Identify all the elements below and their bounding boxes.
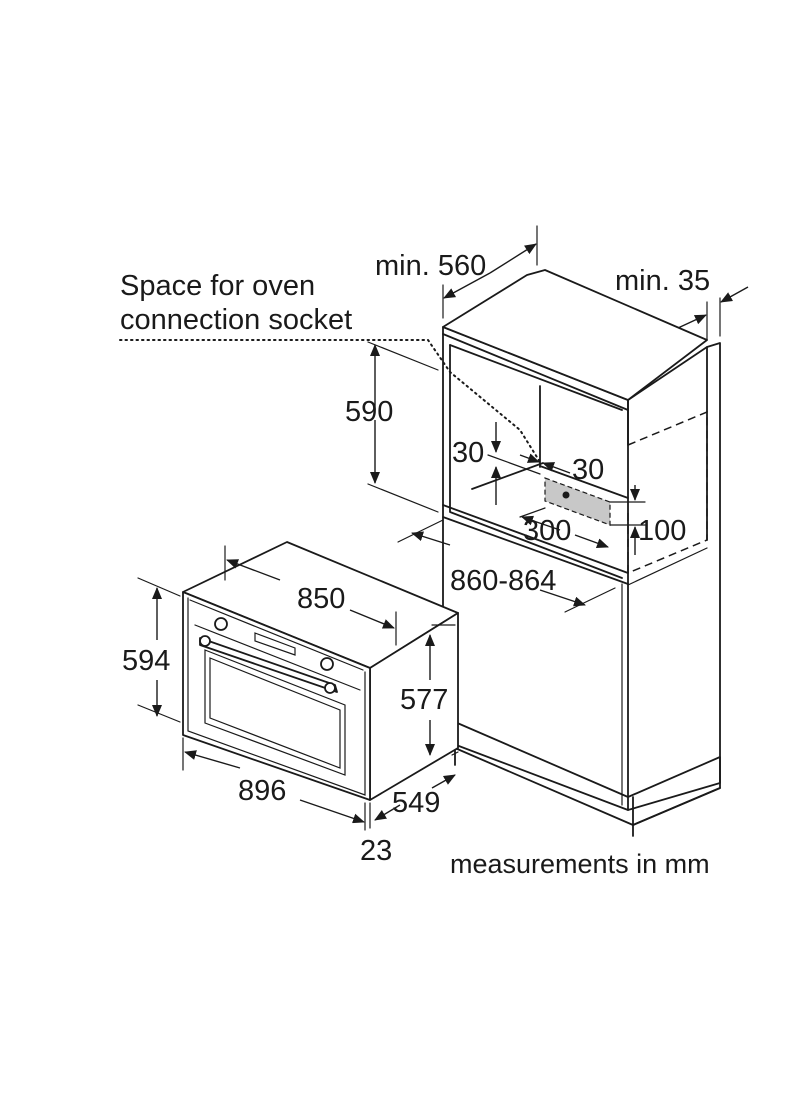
label-860-864: 860-864 — [450, 565, 556, 597]
labels: Space for oven connection socket min. 56… — [120, 250, 710, 879]
units-label: measurements in mm — [450, 849, 710, 879]
label-590: 590 — [345, 396, 393, 428]
label-577: 577 — [400, 684, 448, 716]
oven-window — [204, 649, 346, 776]
label-300: 300 — [523, 515, 571, 547]
label-594: 594 — [122, 645, 170, 677]
label-min-560: min. 560 — [375, 250, 486, 282]
oven-display — [254, 632, 296, 656]
socket-point — [562, 491, 570, 499]
label-850: 850 — [297, 583, 345, 615]
socket-leader — [119, 339, 541, 463]
cabinet-plinth — [454, 721, 721, 826]
label-30-right: 30 — [572, 454, 604, 486]
label-896: 896 — [238, 775, 286, 807]
oven-front — [182, 591, 371, 801]
oven-knob-left — [214, 617, 228, 631]
label-100: 100 — [638, 515, 686, 547]
label-30-left: 30 — [452, 437, 484, 469]
socket-label-line1: Space for oven — [120, 270, 315, 302]
oven-niche — [442, 344, 708, 585]
label-min-35: min. 35 — [615, 265, 710, 297]
label-23: 23 — [360, 835, 392, 867]
oven-knob-right — [320, 657, 334, 671]
cabinet — [442, 269, 721, 837]
oven — [182, 541, 459, 801]
socket-label-line2: connection socket — [120, 304, 352, 336]
dimension-lines — [137, 225, 749, 831]
label-549: 549 — [392, 787, 440, 819]
cabinet-top — [442, 269, 708, 401]
cabinet-side-panel — [627, 342, 721, 811]
